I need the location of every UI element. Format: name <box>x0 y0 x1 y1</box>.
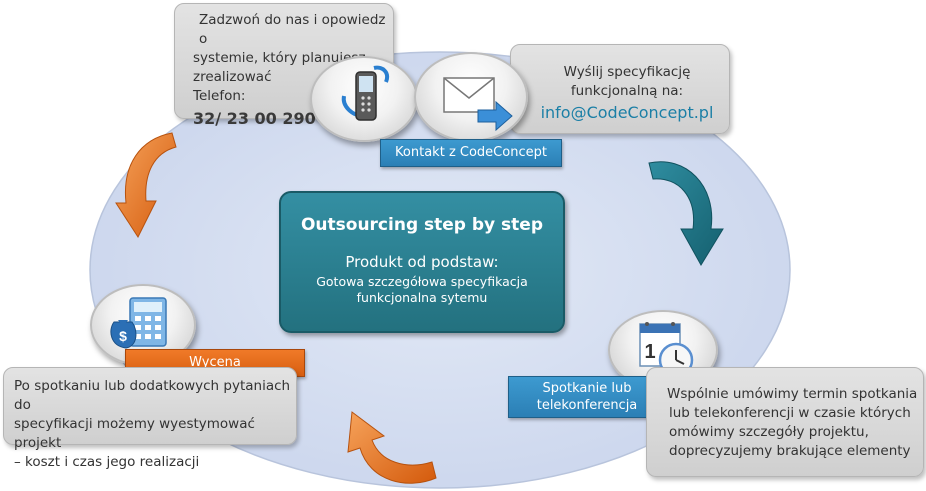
phone-box-line4: Telefon: <box>193 88 246 104</box>
email-box-line1: Wyślij specyfikację <box>563 64 691 80</box>
envelope-icon <box>443 77 513 132</box>
meeting-box-line2: lub telekonferencji w czasie których <box>669 405 911 421</box>
phone-icon <box>341 65 389 121</box>
center-desc-line1: Gotowa szczegółowa specyfikacja <box>316 274 528 289</box>
center-box: Outsourcing step by step Produkt od pods… <box>279 191 565 333</box>
arrow-top-left <box>115 132 177 239</box>
quote-box-line1: Po spotkaniu lub dodatkowych pytaniach d… <box>14 378 291 413</box>
center-subtitle: Produkt od podstaw: <box>345 253 499 271</box>
phone-number[interactable]: 32/ 23 00 290 <box>193 109 316 128</box>
contact-label: Kontakt z CodeConcept <box>380 139 562 167</box>
meeting-label: Spotkanie lub telekonferencja <box>508 376 666 418</box>
email-info-box: Wyślij specyfikację funkcjonalną na: inf… <box>510 44 730 134</box>
phone-box-line2: systemie, który planujesz <box>193 50 366 66</box>
center-title: Outsourcing step by step <box>300 215 544 235</box>
calculator-money-icon: $ <box>110 297 167 349</box>
phone-circle <box>310 56 418 142</box>
meeting-box-line1: Wspólnie umówimy termin spotkania <box>667 386 918 402</box>
phone-box-line3: zrealizować <box>193 69 272 85</box>
center-desc-line2: funkcjonalna sytemu <box>356 290 488 305</box>
svg-text:$: $ <box>119 328 127 344</box>
meeting-info-box: Wspólnie umówimy termin spotkania lub te… <box>646 367 924 477</box>
meeting-label-line1: Spotkanie lub <box>542 381 632 396</box>
meeting-box-line3: omówimy szczegóły projektu, <box>669 424 869 440</box>
envelope-circle <box>414 52 528 142</box>
email-address[interactable]: info@CodeConcept.pl <box>540 103 714 122</box>
quote-box-line3: – koszt i czas jego realizacji <box>14 454 200 470</box>
meeting-box-line4: doprecyzujemy brakujące elementy <box>669 443 911 459</box>
arrow-bottom <box>347 411 437 484</box>
meeting-label-line2: telekonferencja <box>536 398 638 413</box>
quote-box-line2: specyfikacji możemy wyestymować projekt <box>14 416 255 451</box>
calendar-day: 1 <box>644 341 655 363</box>
email-box-line2: funkcjonalną na: <box>570 83 684 99</box>
quote-info-box: Po spotkaniu lub dodatkowych pytaniach d… <box>3 367 297 470</box>
arrow-top-right <box>648 161 724 266</box>
phone-box-line1: Zadzwoń do nas i opowiedz o <box>199 12 386 47</box>
